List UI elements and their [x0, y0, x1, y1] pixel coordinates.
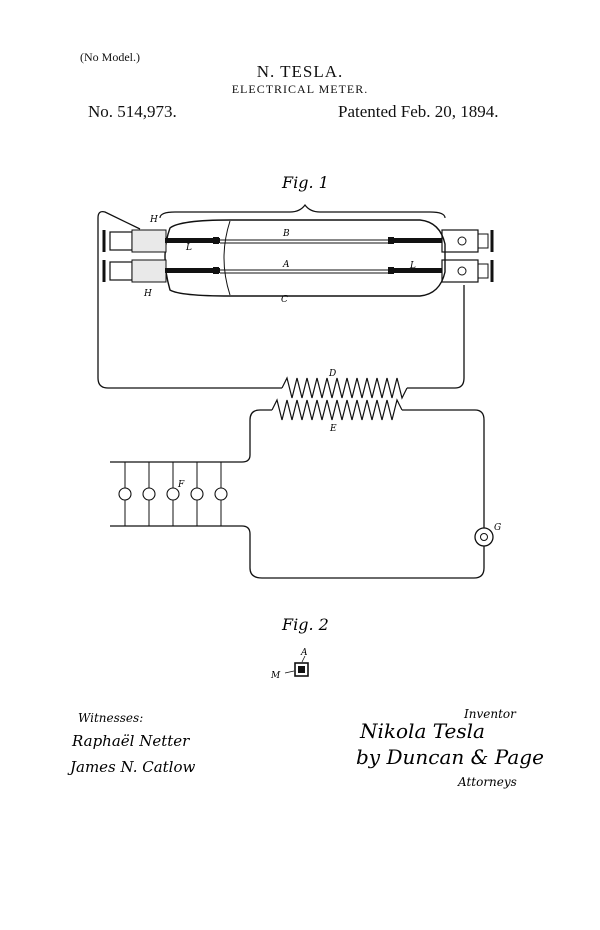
electrode-bottom-left — [165, 268, 220, 273]
inventor-label: Inventor — [463, 707, 517, 721]
circuit-wire-secondary-bottom — [110, 525, 485, 579]
label-g: G — [494, 523, 501, 533]
fig2-leader-a — [301, 655, 306, 663]
label-l-right: L — [409, 261, 416, 271]
nut-bottom-right — [477, 263, 489, 279]
label-c: C — [281, 295, 288, 305]
electrode-tip-top-left — [213, 237, 219, 244]
screw-head-bottom-right — [457, 266, 467, 276]
fig2-element-core — [298, 666, 305, 673]
circuit-wire-right — [407, 285, 465, 389]
electrode-tip-bottom-right — [388, 267, 394, 274]
coil-e — [271, 398, 403, 421]
circuit-wire-left — [97, 210, 282, 389]
circuit-wire-secondary-top — [110, 409, 272, 463]
inventor-signature: Nikola Tesla — [359, 719, 485, 743]
label-d: D — [328, 369, 336, 379]
label-h-top: H — [149, 215, 158, 225]
label-fig2-m: M — [270, 671, 281, 681]
circuit-wire-secondary-right — [402, 409, 485, 528]
screw-head-top-right — [457, 236, 467, 246]
fig2-leader-m — [284, 670, 295, 674]
generator-g-core — [480, 533, 488, 541]
generator-g — [474, 527, 494, 547]
label-l-left: L — [185, 243, 192, 253]
brace — [159, 203, 446, 219]
lamp-1 — [118, 487, 132, 501]
label-f: F — [177, 480, 185, 490]
label-fig2-a: A — [300, 648, 308, 658]
witness-1-signature: Raphaël Netter — [71, 732, 190, 750]
terminal-block-bottom-right — [441, 259, 479, 283]
electrode-top-right — [394, 238, 442, 243]
electrode-tip-bottom-left — [213, 267, 219, 274]
witnesses-label: Witnesses: — [78, 711, 143, 725]
glass-vessel-c — [164, 219, 446, 297]
label-e: E — [329, 424, 337, 434]
fig1-label: Fig. 1 — [281, 173, 329, 192]
lamp-2 — [142, 487, 156, 501]
label-b: B — [282, 229, 290, 239]
label-a: A — [282, 260, 290, 270]
label-h-bottom: H — [143, 289, 152, 299]
electrode-top-left — [165, 238, 220, 243]
inventor-name: N. TESLA. — [256, 62, 344, 81]
no-model-note: (No Model.) — [80, 50, 140, 64]
nut-top-right — [477, 233, 489, 249]
cap-h-top — [131, 229, 167, 253]
vessel-inner-curve — [223, 220, 231, 296]
electrode-tip-top-right — [388, 237, 394, 244]
terminal-block-top-right — [441, 229, 479, 253]
patent-number: No. 514,973. — [88, 102, 177, 121]
coil-d — [281, 376, 408, 400]
fig2-element — [294, 662, 309, 677]
patent-title: ELECTRICAL METER. — [231, 82, 369, 96]
cap-h-bottom — [131, 259, 167, 283]
lamp-4 — [190, 487, 204, 501]
witness-2-signature: James N. Catlow — [67, 758, 196, 776]
attorneys-label: Attorneys — [457, 775, 517, 789]
lamp-5 — [214, 487, 228, 501]
attorney-signature: by Duncan & Page — [356, 745, 544, 769]
electrode-bottom-right — [394, 268, 442, 273]
patent-date: Patented Feb. 20, 1894. — [338, 102, 499, 121]
fig2-label: Fig. 2 — [281, 615, 329, 634]
terminal-block-top-left — [109, 231, 133, 251]
terminal-block-bottom-left — [109, 261, 133, 281]
